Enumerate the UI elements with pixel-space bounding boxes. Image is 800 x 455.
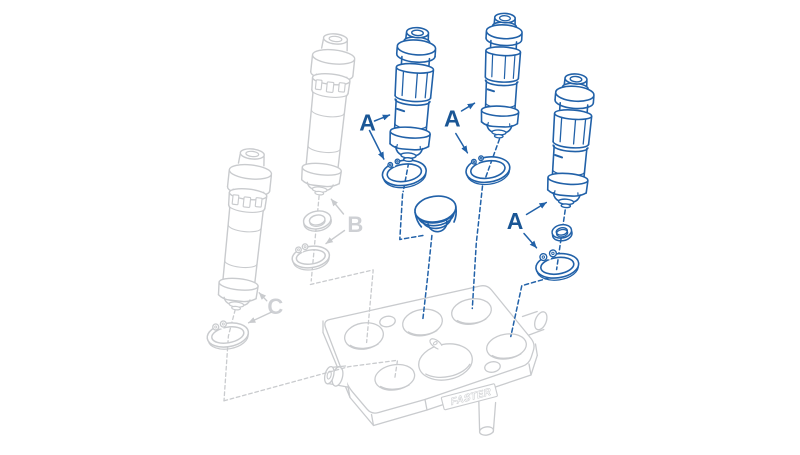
svg-text:B: B [347, 212, 363, 237]
svg-text:A: A [444, 105, 461, 131]
svg-text:A: A [359, 110, 376, 136]
svg-text:C: C [267, 294, 283, 319]
svg-text:A: A [507, 208, 524, 234]
